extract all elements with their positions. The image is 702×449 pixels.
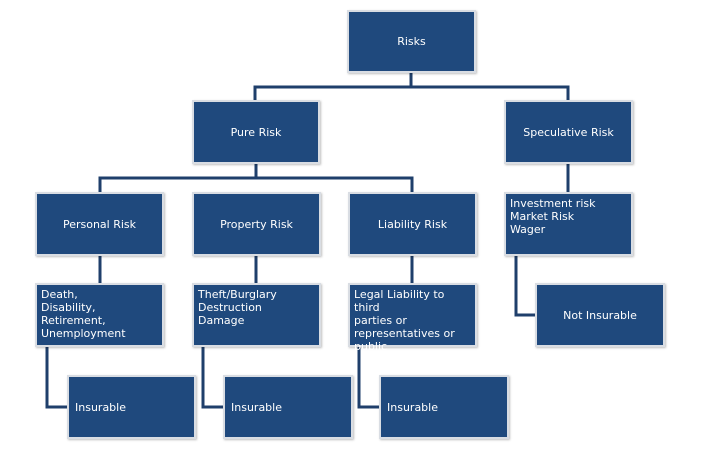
connector-property-details-to-insurable	[201, 347, 223, 409]
connector-liability-details-to-insurable	[357, 347, 379, 409]
node-risks-label: Risks	[397, 35, 426, 48]
node-personal-risk: Personal Risk	[35, 192, 164, 256]
node-pure-risk-label: Pure Risk	[230, 125, 282, 139]
node-liability-risk-label: Liability Risk	[377, 217, 448, 231]
node-insurable-property: Insurable	[223, 375, 353, 439]
node-speculative-risk: Speculative Risk	[504, 100, 633, 164]
node-property-details: Theft/Burglary Destruction Damage	[192, 283, 321, 347]
node-speculative-details: Investment risk Market Risk Wager	[504, 192, 633, 256]
node-liability-details: Legal Liability to third parties or repr…	[348, 283, 477, 353]
personal-detail-line: Death,	[41, 288, 78, 301]
node-insurable-personal-label: Insurable	[75, 400, 126, 414]
personal-detail-line: Disability,	[41, 301, 96, 314]
property-detail-line: Damage	[198, 314, 245, 327]
node-not-insurable: Not Insurable	[535, 283, 665, 347]
speculative-detail-line: Market Risk	[510, 210, 575, 223]
node-insurable-property-label: Insurable	[231, 400, 282, 414]
node-risks: Risks	[347, 10, 476, 73]
node-property-risk-label: Property Risk	[220, 217, 293, 231]
node-insurable-personal: Insurable	[67, 375, 196, 439]
liability-detail-line: parties or	[354, 314, 407, 327]
speculative-detail-line: Investment risk	[510, 197, 596, 210]
node-not-insurable-label: Not Insurable	[563, 308, 637, 322]
connector-pure-to-level2	[98, 164, 414, 192]
liability-detail-line: representatives or	[354, 327, 455, 340]
connector-speculative-details-to-not-insurable	[514, 256, 535, 317]
node-personal-details: Death, Disability, Retirement, Unemploym…	[35, 283, 164, 347]
connector-root-to-level1	[253, 73, 570, 100]
property-detail-line: Destruction	[198, 301, 262, 314]
property-detail-line: Theft/Burglary	[198, 288, 277, 301]
node-personal-risk-label: Personal Risk	[62, 217, 137, 231]
personal-detail-line: Unemployment	[41, 327, 126, 340]
node-liability-risk: Liability Risk	[348, 192, 477, 256]
node-property-risk: Property Risk	[192, 192, 321, 256]
speculative-detail-line: Wager	[510, 223, 546, 236]
node-speculative-risk-label: Speculative Risk	[523, 125, 614, 139]
liability-detail-line: public	[354, 340, 388, 353]
liability-detail-line: Legal Liability to third	[354, 288, 445, 314]
node-insurable-liability-label: Insurable	[387, 400, 438, 414]
node-pure-risk: Pure Risk	[192, 100, 320, 164]
connector-personal-details-to-insurable	[45, 347, 67, 409]
node-insurable-liability: Insurable	[379, 375, 509, 439]
personal-detail-line: Retirement,	[41, 314, 106, 327]
